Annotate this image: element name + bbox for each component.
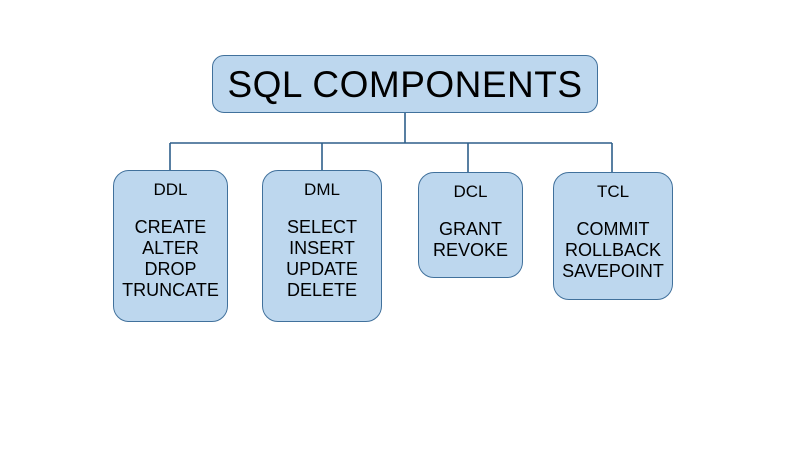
node-dml-items: SELECT INSERT UPDATE DELETE xyxy=(286,218,358,302)
node-tcl-item: ROLLBACK xyxy=(564,240,662,260)
node-ddl-title: DDL xyxy=(153,180,188,199)
node-tcl-item: COMMIT xyxy=(576,219,650,239)
node-dml-item: UPDATE xyxy=(286,259,358,279)
node-dcl-title: DCL xyxy=(453,182,488,201)
node-dcl-item: REVOKE xyxy=(432,240,509,260)
node-dml-title: DML xyxy=(304,180,340,199)
node-dml-item: SELECT xyxy=(286,217,358,237)
node-dml[interactable]: DML SELECT INSERT UPDATE DELETE xyxy=(262,170,382,322)
node-tcl-item: SAVEPOINT xyxy=(562,261,664,281)
node-ddl-item: ALTER xyxy=(142,238,199,258)
node-dcl-item: GRANT xyxy=(439,219,502,239)
node-ddl-item: TRUNCATE xyxy=(122,280,219,300)
node-dcl[interactable]: DCL GRANT REVOKE xyxy=(418,172,523,278)
root-node-sql-components[interactable]: SQL COMPONENTS xyxy=(212,55,598,113)
node-ddl-item: CREATE xyxy=(134,217,207,237)
node-dcl-items: GRANT REVOKE xyxy=(433,220,508,262)
node-ddl-item: DROP xyxy=(144,259,197,279)
node-dml-item: INSERT xyxy=(289,238,355,258)
node-ddl-items: CREATE ALTER DROP TRUNCATE xyxy=(122,218,219,302)
node-tcl-title: TCL xyxy=(596,182,630,201)
node-dml-item: DELETE xyxy=(286,280,358,300)
node-tcl[interactable]: TCL COMMIT ROLLBACK SAVEPOINT xyxy=(553,172,673,300)
root-node-label: SQL COMPONENTS xyxy=(227,63,583,105)
node-tcl-items: COMMIT ROLLBACK SAVEPOINT xyxy=(562,220,664,283)
node-ddl[interactable]: DDL CREATE ALTER DROP TRUNCATE xyxy=(113,170,228,322)
